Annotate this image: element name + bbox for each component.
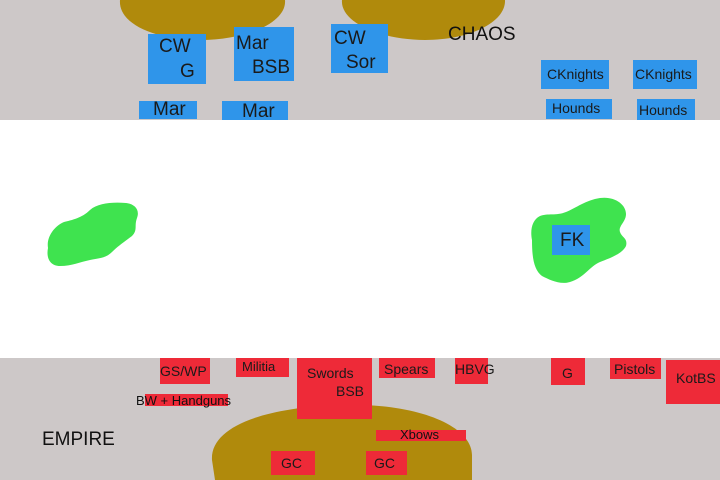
empire-unit-spears[interactable]: Spears (379, 358, 435, 378)
unit-label: CW (334, 28, 366, 49)
unit-label: Swords (307, 365, 354, 381)
unit-label: Pistols (614, 361, 656, 377)
forest-west[interactable] (47, 202, 138, 266)
empire-unit-g[interactable]: G (551, 358, 585, 385)
unit-label: HBVG (455, 361, 495, 377)
empire-unit-gc-2[interactable]: GC (366, 451, 407, 475)
army-label-chaos: CHAOS (448, 24, 516, 45)
unit-label: KotBS (676, 370, 716, 386)
unit-label: Mar (153, 99, 186, 120)
empire-unit-pistols[interactable]: Pistols (610, 358, 661, 379)
unit-label: Hounds (552, 100, 601, 116)
army-label-empire: EMPIRE (42, 429, 115, 450)
unit-label: Mar (242, 101, 275, 122)
unit-label: FK (560, 230, 585, 251)
chaos-unit-mar-2[interactable]: Mar (222, 101, 288, 122)
unit-sublabel: BSB (336, 383, 365, 399)
empire-unit-kotbs[interactable]: KotBS (666, 360, 720, 404)
empire-unit-gs-wp[interactable]: GS/WP (160, 358, 210, 384)
unit-label: Mar (236, 33, 269, 54)
unit-label: Hounds (639, 102, 688, 118)
unit-label: G (562, 365, 573, 381)
unit-label: GC (281, 455, 302, 471)
unit-sublabel: BSB (252, 57, 291, 78)
unit-label: GC (374, 455, 395, 471)
empire-unit-bw-handguns-label: BW + Handguns (136, 393, 232, 408)
chaos-unit-fk[interactable]: FK (552, 225, 590, 255)
empire-unit-bw-handguns[interactable] (145, 394, 228, 406)
unit-sublabel: Sor (346, 52, 376, 73)
empire-unit-gc-1[interactable]: GC (271, 451, 315, 475)
unit-label: CKnights (635, 66, 692, 82)
empire-unit-militia[interactable]: Militia (236, 358, 289, 377)
chaos-unit-cw-g[interactable]: CW G (148, 34, 206, 84)
empire-unit-swords-bsb[interactable]: Swords BSB (297, 358, 372, 419)
unit-label: Militia (242, 359, 276, 374)
unit-label: CW (159, 36, 191, 57)
chaos-unit-mar-1[interactable]: Mar (139, 99, 197, 120)
unit-label: Spears (384, 361, 429, 377)
empire-unit-xbows-label: Xbows (400, 427, 440, 442)
chaos-unit-cknights-1[interactable]: CKnights (541, 60, 609, 89)
chaos-unit-cw-sor[interactable]: CW Sor (331, 24, 388, 73)
unit-sublabel: G (180, 61, 195, 82)
chaos-unit-hounds-2[interactable]: Hounds (637, 99, 695, 120)
empire-unit-hbvg[interactable]: HBVG (455, 358, 495, 384)
chaos-unit-hounds-1[interactable]: Hounds (546, 99, 612, 119)
unit-label: GS/WP (160, 363, 207, 379)
chaos-unit-cknights-2[interactable]: CKnights (633, 60, 697, 89)
empire-unit-xbows[interactable] (376, 430, 466, 441)
unit-label: CKnights (547, 66, 604, 82)
chaos-unit-mar-bsb[interactable]: Mar BSB (234, 27, 294, 81)
